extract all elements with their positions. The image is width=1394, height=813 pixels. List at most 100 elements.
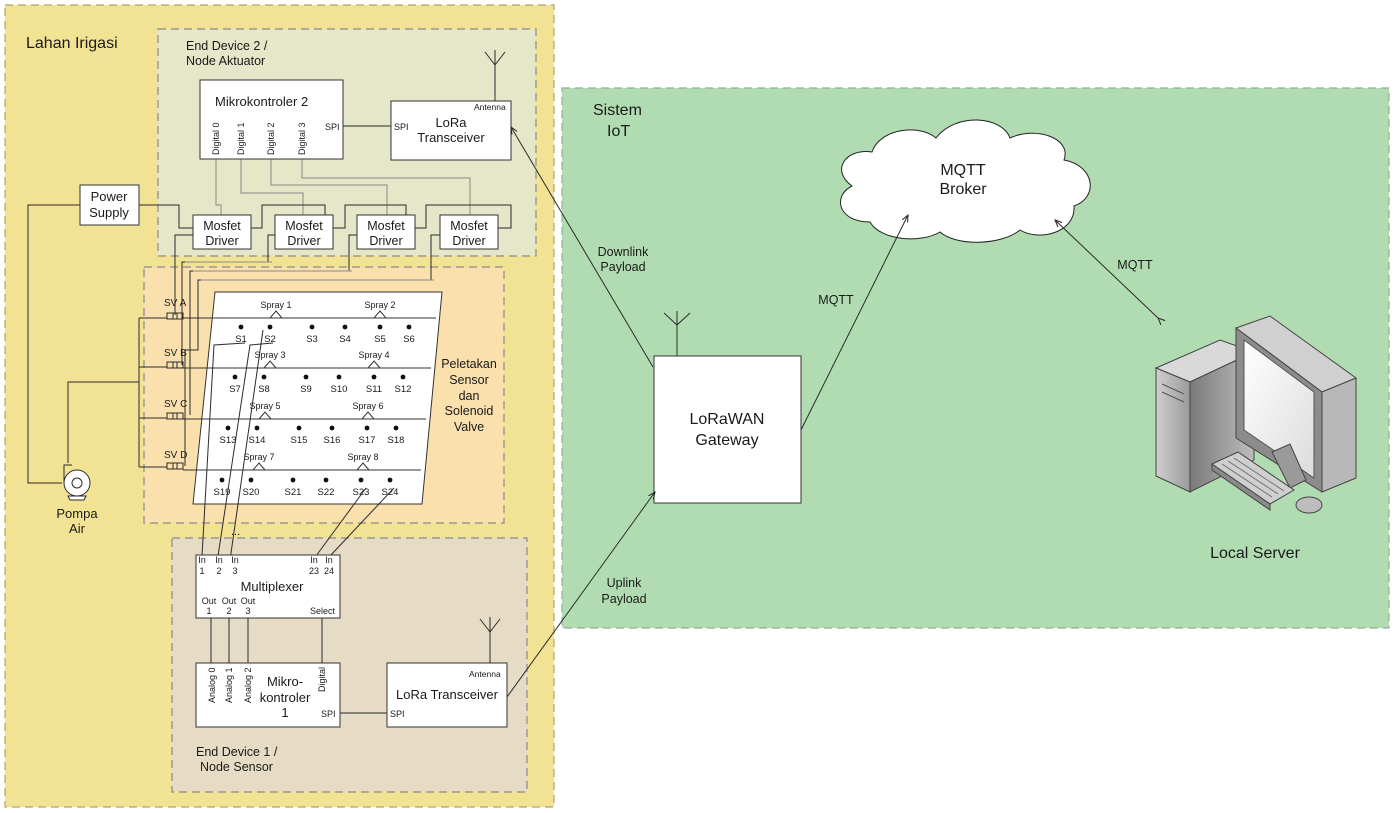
mosfet-driver-4: Mosfet Driver	[439, 214, 499, 250]
mux-mcu-wires	[210, 618, 323, 663]
lora1-label: LoRa Transceiver	[396, 687, 499, 702]
mqtt-broker-cloud: MQTT Broker	[839, 119, 1091, 243]
svg-text:Digital: Digital	[317, 667, 327, 692]
lora1-spi-label: SPI	[390, 709, 405, 719]
svg-text:Broker: Broker	[939, 181, 987, 198]
sensor-dot	[309, 324, 315, 330]
lora2-antenna-label: Antenna	[474, 102, 506, 112]
sensor-label: S6	[403, 334, 415, 345]
mcu2-pins: Digital 0 Digital 1 Digital 2 Digital 3	[211, 122, 307, 155]
svg-text:Peletakan: Peletakan	[441, 357, 497, 371]
svg-text:Driver: Driver	[452, 234, 485, 248]
svg-text:Supply: Supply	[89, 205, 129, 220]
mosfet-solenoid-wires-light	[185, 261, 434, 281]
sensor-dot	[371, 374, 377, 380]
sensor-dot	[303, 374, 309, 380]
svg-text:MQTT: MQTT	[1117, 258, 1153, 272]
mcu1-spi-label: SPI	[321, 709, 336, 719]
svg-text:In: In	[325, 555, 333, 565]
lahan-irigasi-label: Lahan Irigasi	[26, 35, 118, 52]
svg-text:In: In	[310, 555, 318, 565]
multiplexer	[195, 554, 341, 619]
sensor-dot	[329, 425, 335, 431]
sensor-label: S5	[374, 334, 386, 345]
svg-text:Uplink: Uplink	[607, 576, 642, 590]
lora2-label-1: LoRa	[435, 115, 467, 130]
svg-text:Analog 2: Analog 2	[243, 667, 253, 703]
sensor-label: S1	[235, 334, 247, 345]
sensor-label: S2	[264, 334, 276, 345]
sensor-label: S9	[300, 384, 312, 395]
sensor-dot	[225, 425, 231, 431]
sensor-label: S3	[306, 334, 318, 345]
mikrokontroler-1-label: Mikro- kontroler 1	[260, 674, 311, 720]
svg-text:Out: Out	[222, 596, 237, 606]
svg-text:Valve: Valve	[454, 420, 484, 434]
spray-label: Spray 3	[254, 350, 285, 360]
sensor-dot	[219, 477, 225, 483]
svg-text:SV D: SV D	[164, 450, 187, 461]
svg-text:LoRaWAN: LoRaWAN	[690, 411, 765, 428]
sensor-label: S4	[339, 334, 351, 345]
svg-text:3: 3	[232, 566, 237, 576]
svg-text:Digital 0: Digital 0	[211, 122, 221, 155]
sensor-dot	[296, 425, 302, 431]
spray-label: Spray 5	[249, 401, 280, 411]
sensor-label: S19	[214, 487, 231, 498]
svg-text:Mikro-: Mikro-	[267, 674, 303, 689]
sensor-dot	[336, 374, 342, 380]
sensor-dot	[358, 477, 364, 483]
svg-text:Out: Out	[202, 596, 217, 606]
svg-text:1: 1	[199, 566, 204, 576]
power-supply: Power Supply	[79, 184, 140, 226]
svg-text:In: In	[215, 555, 223, 565]
actuator-control-wires	[215, 158, 471, 215]
svg-text:Digital 2: Digital 2	[266, 122, 276, 155]
spray-nozzle-icon	[252, 462, 266, 471]
svg-text:Mosfet: Mosfet	[367, 219, 405, 233]
svg-text:Solenoid: Solenoid	[445, 404, 494, 418]
sensor-label: S18	[388, 435, 405, 446]
svg-text:2: 2	[226, 606, 231, 616]
spray-label: Spray 8	[347, 452, 378, 462]
svg-text:Digital 3: Digital 3	[297, 122, 307, 155]
sensor-label: S23	[353, 487, 370, 498]
svg-text:Sensor: Sensor	[449, 373, 489, 387]
sensor-label: S8	[258, 384, 270, 395]
svg-text:Out: Out	[241, 596, 256, 606]
multiplexer-label: Multiplexer	[241, 579, 305, 594]
sensor-node-label-2: Node Sensor	[200, 760, 273, 774]
sensor-dot	[406, 324, 412, 330]
svg-text:3: 3	[245, 606, 250, 616]
spray-label: Spray 1	[260, 300, 291, 310]
iot-label-2: IoT	[607, 123, 630, 140]
spray-label: Spray 7	[243, 452, 274, 462]
sensor-dot	[290, 477, 296, 483]
spray-nozzle-icon	[269, 310, 283, 319]
antenna-icon	[663, 311, 691, 356]
iot-label-1: Sistem	[593, 102, 642, 119]
sensor-label: S11	[366, 384, 382, 395]
sensor-label: S22	[318, 487, 335, 498]
sensor-dot	[267, 324, 273, 330]
svg-text:kontroler: kontroler	[260, 690, 311, 705]
antenna-icon	[484, 50, 506, 101]
pump-label-1: Pompa	[56, 506, 98, 521]
mosfet-driver-3: Mosfet Driver	[356, 214, 416, 250]
sensor-dot	[342, 324, 348, 330]
lora-transceiver-1	[386, 662, 508, 728]
spray-label: Spray 2	[364, 300, 395, 310]
svg-text:1: 1	[206, 606, 211, 616]
spray-nozzle-icon	[367, 360, 381, 369]
computer-icon	[1154, 315, 1358, 514]
water-pump-icon	[63, 464, 91, 501]
lora2-spi-label: SPI	[394, 122, 409, 132]
svg-text:SV A: SV A	[164, 298, 187, 309]
svg-text:Payload: Payload	[600, 260, 645, 274]
local-server-label: Local Server	[1210, 545, 1300, 562]
svg-text:In: In	[231, 555, 239, 565]
